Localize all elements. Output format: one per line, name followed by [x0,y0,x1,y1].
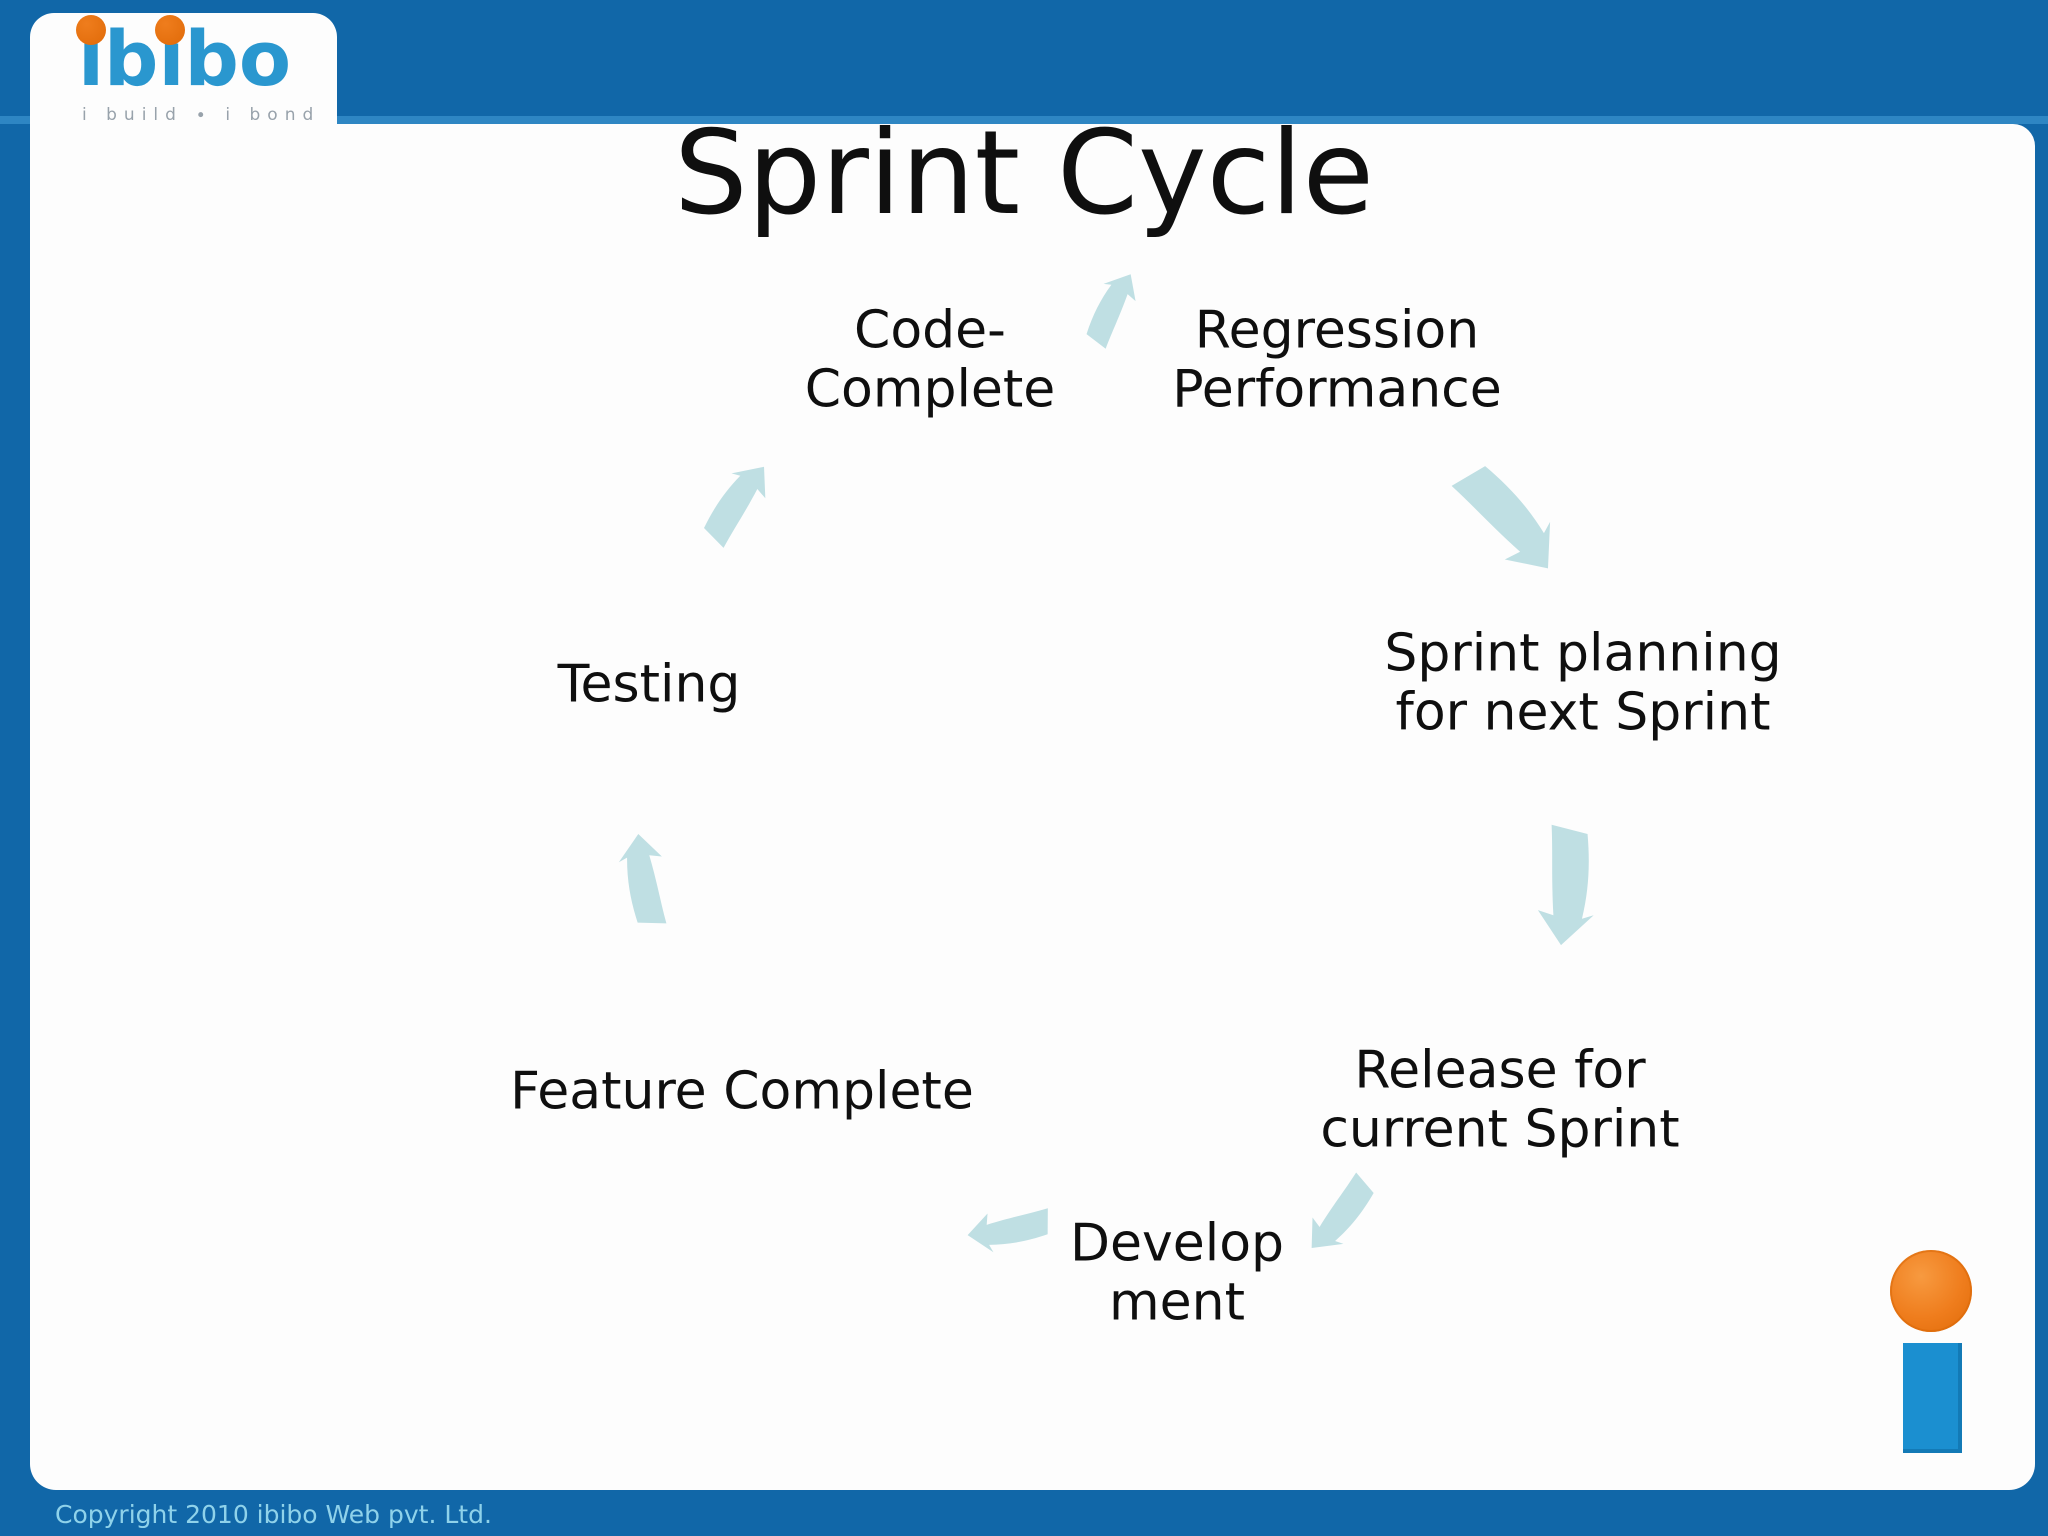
logo-orange-dot-icon [76,15,106,45]
node-feature-complete: Feature Complete [510,1061,974,1122]
top-band-accent-line [0,116,2048,124]
arrow-development-to-feature-icon [967,1208,1048,1253]
node-development: Develop ment [1069,1213,1285,1332]
arrow-planning-to-release-icon [1537,824,1594,946]
arrow-testing-to-code-icon [704,466,766,548]
arrow-release-to-development-icon [1311,1172,1374,1248]
i-icon-dot [1890,1250,1972,1332]
arrow-code-to-regression-icon [1086,274,1136,349]
arrow-regression-to-planning-icon [1451,466,1551,569]
node-testing: Testing [557,654,741,715]
copyright-text: Copyright 2010 ibibo Web pvt. Ltd. [55,1500,492,1529]
slide-panel [30,124,2035,1490]
node-sprint-planning: Sprint planning for next Sprint [1384,623,1782,742]
page-title: Sprint Cycle [673,106,1375,241]
arrow-feature-to-testing-icon [618,834,667,924]
i-icon-stem [1903,1343,1962,1453]
node-code-complete: Code- Complete [804,300,1056,419]
logo-card: ibibo i build ∙ i bond [30,13,337,129]
ibibo-logo: ibibo [76,15,291,97]
logo-orange-dot-icon [155,15,185,45]
node-regression-performance: Regression Performance [1172,300,1502,419]
logo-tagline: i build ∙ i bond [82,105,321,125]
node-release: Release for current Sprint [1320,1040,1680,1159]
